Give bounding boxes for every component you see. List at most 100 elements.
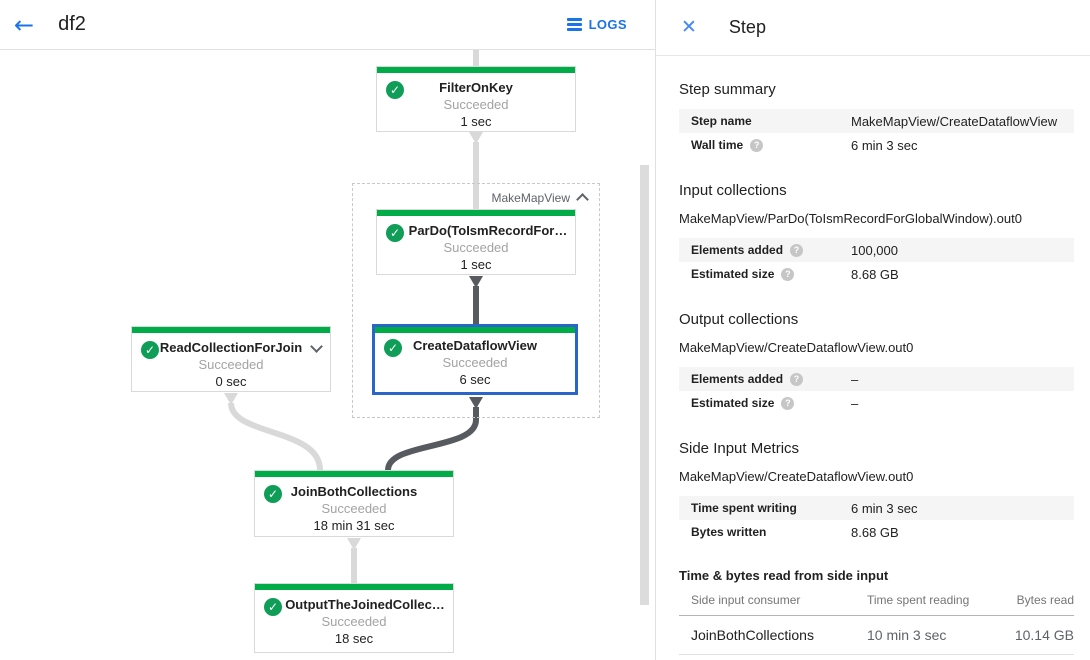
vertical-scrollbar[interactable]: [640, 165, 649, 605]
node-joinbothcollections[interactable]: ✓ JoinBothCollections Succeeded 18 min 3…: [254, 470, 454, 537]
list-icon: [566, 18, 582, 31]
input-collections-rows: Elements added? 100,000 Estimated size? …: [679, 238, 1074, 286]
node-filteronkey[interactable]: ✓ FilterOnKey Succeeded 1 sec: [376, 66, 576, 132]
side-input-collection-name: MakeMapView/CreateDataflowView.out0: [679, 469, 914, 484]
node-pardo-toismrecord[interactable]: ✓ ParDo(ToIsmRecordFor… Succeeded 1 sec: [376, 209, 576, 275]
metric-label: Time spent writing: [691, 501, 797, 515]
success-check-icon: ✓: [264, 598, 282, 616]
node-status: Succeeded: [198, 357, 264, 372]
help-icon[interactable]: ?: [750, 138, 764, 152]
table-row: JoinBothCollections 10 min 3 sec 10.14 G…: [679, 616, 1074, 655]
section-title-input-collections: Input collections: [679, 182, 787, 199]
metric-row: Bytes written 8.68 GB: [679, 520, 1074, 544]
logs-button-label: LOGS: [588, 17, 627, 32]
job-graph-canvas[interactable]: MakeMapView ✓ FilterOnKey Succeeded 1 se…: [0, 50, 655, 660]
metric-row: Estimated size? –: [679, 391, 1074, 415]
metric-label: Wall time: [691, 138, 744, 152]
node-status-bar: [377, 67, 575, 73]
success-check-icon: ✓: [386, 81, 404, 99]
side-input-consumer: JoinBothCollections: [691, 627, 814, 643]
table-header-row: Side input consumer Time spent reading B…: [679, 583, 1074, 616]
node-status-bar: [255, 471, 453, 477]
step-summary-rows: Step name MakeMapView/CreateDataflowView…: [679, 109, 1074, 157]
node-time: 0 sec: [215, 374, 247, 389]
section-title-step-summary: Step summary: [679, 81, 776, 98]
group-collapse-toggle[interactable]: MakeMapView: [491, 191, 589, 206]
metric-value: –: [851, 371, 859, 387]
help-icon[interactable]: ?: [781, 396, 795, 410]
node-time: 1 sec: [460, 257, 492, 272]
group-label-text: MakeMapView: [491, 191, 570, 205]
node-status: Succeeded: [442, 355, 508, 370]
node-title: OutputTheJoinedCollec…: [285, 597, 445, 612]
node-title: ParDo(ToIsmRecordFor…: [408, 223, 568, 238]
panel-body: Step summary Step name MakeMapView/Creat…: [656, 81, 1090, 655]
close-icon[interactable]: ✕: [681, 17, 697, 38]
node-status: Succeeded: [321, 614, 387, 629]
metric-label: Elements added: [691, 243, 784, 257]
node-status-bar: [377, 210, 575, 216]
metric-row: Wall time? 6 min 3 sec: [679, 133, 1074, 157]
node-title: JoinBothCollections: [290, 484, 418, 499]
metric-row: Elements added? 100,000: [679, 238, 1074, 262]
success-check-icon: ✓: [384, 339, 402, 357]
node-status-bar: [255, 584, 453, 590]
composite-group-makemapview: MakeMapView: [352, 183, 600, 418]
help-icon[interactable]: ?: [790, 372, 804, 386]
metric-label: Estimated size: [691, 267, 775, 281]
time-spent-reading: 10 min 3 sec: [867, 627, 947, 643]
metric-row: Estimated size? 8.68 GB: [679, 262, 1074, 286]
metric-value: 100,000: [851, 242, 898, 258]
metric-row: Elements added? –: [679, 367, 1074, 391]
success-check-icon: ✓: [264, 485, 282, 503]
metric-value: 6 min 3 sec: [851, 137, 918, 153]
node-time: 18 sec: [334, 631, 374, 646]
column-header: Bytes read: [1016, 593, 1074, 607]
output-collections-rows: Elements added? – Estimated size? –: [679, 367, 1074, 415]
node-createdataflowview[interactable]: ✓ CreateDataflowView Succeeded 6 sec: [372, 324, 578, 395]
node-status: Succeeded: [443, 97, 509, 112]
node-title: CreateDataflowView: [412, 338, 538, 353]
node-title: FilterOnKey: [439, 80, 513, 95]
top-header: ← df2 LOGS: [0, 0, 655, 50]
column-header: Time spent reading: [867, 593, 970, 607]
node-status: Succeeded: [443, 240, 509, 255]
node-time: 1 sec: [460, 114, 492, 129]
section-title-side-input-metrics: Side Input Metrics: [679, 440, 800, 457]
metric-label: Elements added: [691, 372, 784, 386]
metric-value: 8.68 GB: [851, 524, 899, 540]
node-readcollectionforjoin[interactable]: ✓ ReadCollectionForJoin Succeeded 0 sec: [131, 326, 331, 392]
metric-value: MakeMapView/CreateDataflowView: [851, 113, 1058, 129]
graph-edges: [224, 50, 483, 583]
metric-row: Time spent writing 6 min 3 sec: [679, 496, 1074, 520]
output-collection-name: MakeMapView/CreateDataflowView.out0: [679, 340, 914, 355]
help-icon[interactable]: ?: [781, 267, 795, 281]
bytes-read: 10.14 GB: [1014, 627, 1074, 643]
node-title: ReadCollectionForJoin: [159, 340, 303, 355]
node-outputthejoinedcollection[interactable]: ✓ OutputTheJoinedCollec… Succeeded 18 se…: [254, 583, 454, 653]
metric-row: Step name MakeMapView/CreateDataflowView: [679, 109, 1074, 133]
node-status: Succeeded: [321, 501, 387, 516]
panel-header: ✕ Step: [656, 0, 1090, 56]
node-status-bar: [375, 327, 575, 333]
section-title-output-collections: Output collections: [679, 311, 799, 328]
panel-title: Step: [728, 17, 766, 37]
step-details-panel: ✕ Step Step summary Step name MakeMapVie…: [655, 0, 1090, 660]
metric-value: –: [851, 395, 859, 411]
job-title: df2: [58, 13, 86, 35]
success-check-icon: ✓: [386, 224, 404, 242]
node-time: 18 min 31 sec: [313, 518, 395, 533]
side-input-metrics-rows: Time spent writing 6 min 3 sec Bytes wri…: [679, 496, 1074, 544]
node-time: 6 sec: [459, 372, 491, 387]
metric-value: 8.68 GB: [851, 266, 899, 282]
logs-button[interactable]: LOGS: [566, 17, 627, 32]
metric-label: Step name: [691, 114, 752, 128]
success-check-icon: ✓: [141, 341, 159, 359]
help-icon[interactable]: ?: [790, 243, 804, 257]
node-status-bar: [132, 327, 330, 333]
back-arrow-icon[interactable]: ←: [14, 10, 35, 39]
metric-label: Bytes written: [691, 525, 767, 539]
column-header: Side input consumer: [691, 593, 801, 607]
chevron-up-icon: [576, 193, 589, 206]
metric-value: 6 min 3 sec: [851, 500, 918, 516]
